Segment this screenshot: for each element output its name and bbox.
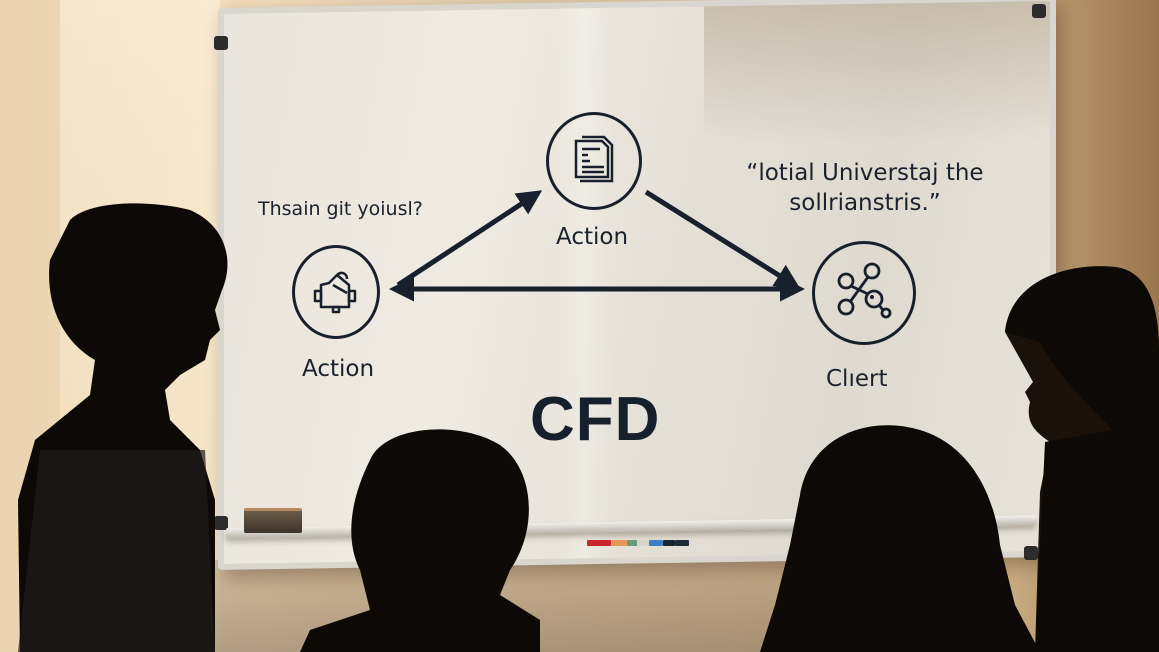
network-nodes-icon [837,262,892,319]
marker-orange[interactable] [611,540,627,546]
node-top-label: Action [556,224,629,250]
document-icon [574,135,614,183]
arrow-top-to-right [644,189,801,289]
student-right-silhouette [1005,266,1159,652]
board-corner-bottom-left [214,516,228,530]
question-text: Thsain git yoiusl? [258,198,423,220]
board-eraser[interactable] [244,508,302,533]
student-center-right-silhouette [760,425,1040,652]
board-corner-top-right [1032,4,1046,18]
quote-text: “lotial Universtaj the sollrianstris.” [730,158,1000,218]
marker-navy[interactable] [663,540,675,546]
board-corner-top-left [214,36,228,50]
node-right [812,241,916,345]
marker-dark[interactable] [675,540,689,546]
marker-green[interactable] [627,540,637,546]
marker-red[interactable] [587,540,611,546]
node-top [546,112,642,210]
robot-hand-icon [313,271,357,314]
student-left-silhouette [18,203,228,652]
node-right-label: Clıert [826,366,888,392]
board-title: CFD [530,385,661,454]
marker-white[interactable] [637,540,649,546]
node-left-label: Action [302,356,375,382]
marker-blue[interactable] [649,540,663,546]
board-corner-bottom-right [1024,546,1038,560]
node-left [292,245,380,339]
quote-line-2: sollrianstris.” [789,190,941,216]
quote-line-1: “lotial Universtaj the [746,160,984,186]
student-center-left-silhouette [300,429,540,652]
arrow-left-to-top [396,190,543,288]
